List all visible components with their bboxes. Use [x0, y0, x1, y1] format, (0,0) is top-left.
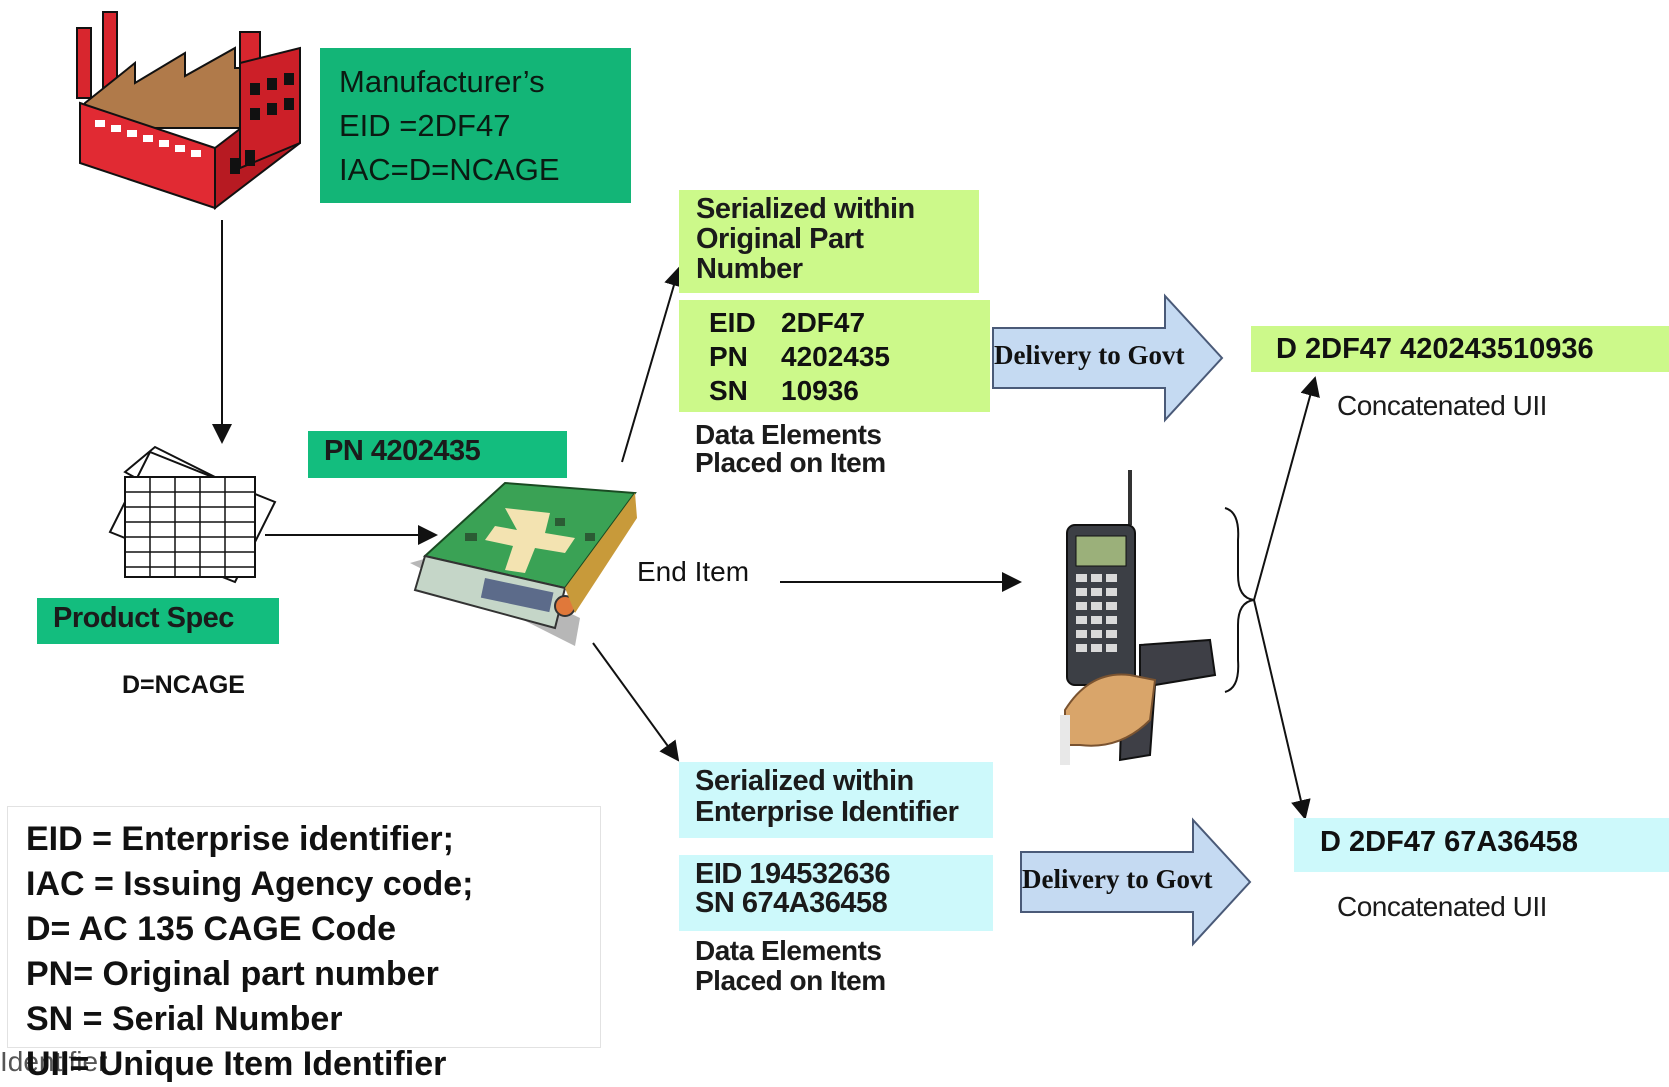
upper-sn-value: 10936: [781, 375, 859, 406]
upper-uii-box: D 2DF47 420243510936: [1251, 326, 1669, 372]
lower-title-line2: Enterprise Identifier: [695, 796, 959, 828]
legend-box: [7, 806, 601, 1048]
legend-d: D= AC 135 CAGE Code: [26, 910, 396, 948]
legend-uii: UII= Unique Item Identifier: [26, 1045, 447, 1083]
scanner-brace: [1224, 507, 1255, 693]
upper-data-elements-box: EID 2DF47 PN 4202435 SN 10936: [679, 300, 990, 412]
legend-eid: EID = Enterprise identifier;: [26, 820, 454, 858]
lower-branch-title-box: Serialized within Enterprise Identifier: [679, 762, 993, 838]
brace-to-upper-uii-arrow: [1253, 376, 1320, 601]
lower-placed-line1: Data Elements: [695, 935, 882, 966]
upper-placed-line2: Placed on Item: [695, 447, 886, 478]
upper-placed-on-item-text: Data Elements Placed on Item: [695, 421, 886, 477]
lower-delivery-label: Delivery to Govt: [1022, 864, 1213, 894]
spec-sheets-icon: [108, 445, 277, 584]
upper-pn-value: 4202435: [781, 341, 891, 372]
legend-text: EID = Enterprise identifier; IAC = Issui…: [26, 817, 473, 1087]
upper-title-line3: Number: [696, 253, 803, 285]
circuit-board-icon: [410, 481, 637, 646]
manufacturer-iac: IAC=D=NCAGE: [339, 152, 560, 187]
upper-title-line1: Serialized within: [696, 193, 915, 225]
board-to-upper-arrow: [621, 266, 684, 463]
legend-ghost-text: Identifier: [0, 1046, 108, 1077]
upper-title-line2: Original Part: [696, 223, 864, 255]
board-to-lower-arrow: [592, 642, 680, 762]
product-spec-label: Product Spec: [37, 598, 279, 644]
upper-uii-caption: Concatenated UII: [1337, 390, 1547, 421]
legend-sn: SN = Serial Number: [26, 1000, 343, 1038]
lower-eid-line: EID 194532636: [695, 858, 891, 890]
legend-pn: PN= Original part number: [26, 955, 439, 993]
brace-to-lower-uii-arrow: [1253, 599, 1311, 820]
lower-placed-on-item-text: Data Elements Placed on Item: [695, 936, 886, 996]
upper-eid-row: EID 2DF47: [709, 306, 990, 340]
part-number-label: PN 4202435: [308, 431, 567, 478]
upper-sn-row: SN 10936: [709, 374, 990, 408]
manufacturer-eid: EID =2DF47: [339, 108, 511, 143]
manufacturer-title: Manufacturer’s: [339, 64, 545, 99]
end-item-label: End Item: [637, 556, 750, 587]
upper-pn-row: PN 4202435: [709, 340, 990, 374]
lower-uii-caption: Concatenated UII: [1337, 891, 1547, 922]
legend-iac: IAC = Issuing Agency code;: [26, 865, 474, 903]
manufacturer-info-box: Manufacturer’s EID =2DF47 IAC=D=NCAGE: [320, 48, 631, 203]
upper-sn-key: SN: [709, 375, 748, 406]
lower-uii-box: D 2DF47 67A36458: [1294, 818, 1669, 872]
lower-sn-line: SN 674A36458: [695, 887, 888, 919]
upper-placed-line1: Data Elements: [695, 419, 882, 450]
factory-icon: [76, 11, 301, 211]
lower-delivery-arrow-shape: [1020, 817, 1252, 947]
lower-title-line1: Serialized within: [695, 765, 914, 797]
upper-eid-value: 2DF47: [781, 307, 866, 338]
upper-branch-title-box: Serialized within Original Part Number: [679, 190, 979, 293]
upper-delivery-label: Delivery to Govt: [994, 340, 1185, 370]
product-spec-ncage-note: D=NCAGE: [122, 671, 245, 699]
upper-eid-key: EID: [709, 307, 756, 338]
upper-pn-key: PN: [709, 341, 748, 372]
lower-placed-line2: Placed on Item: [695, 965, 886, 996]
barcode-scanner-icon: [1060, 470, 1217, 765]
upper-delivery-arrow-shape: [992, 293, 1224, 423]
lower-data-elements-box: EID 194532636 SN 674A36458: [679, 855, 993, 931]
